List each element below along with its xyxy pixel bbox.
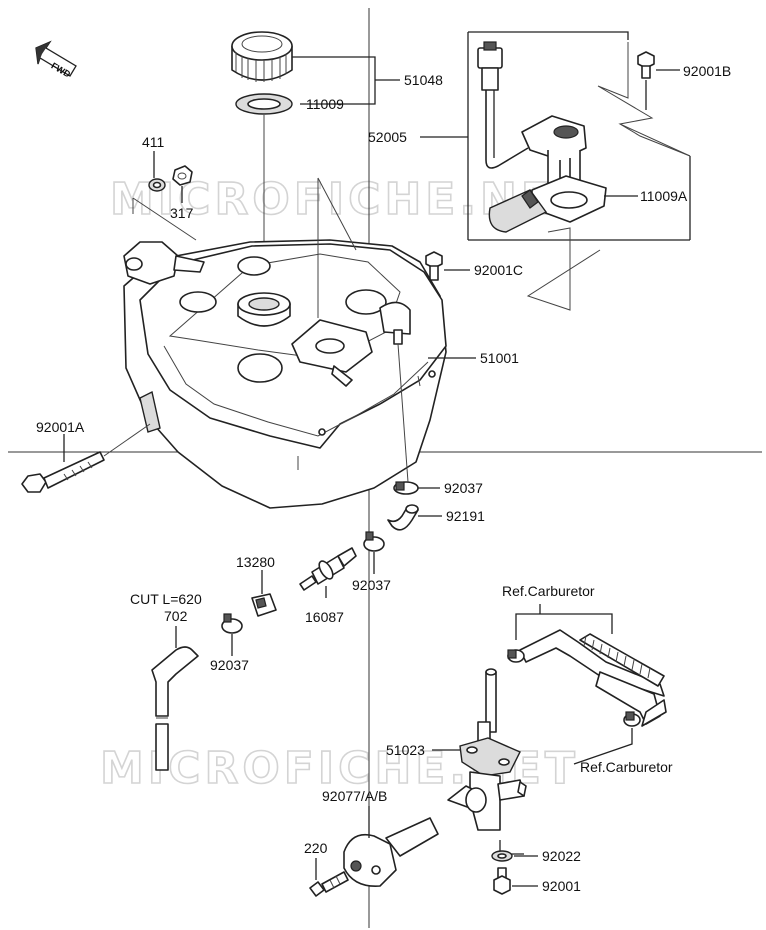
part-92037-label-a: 92037 (444, 480, 483, 496)
carburetor-hose-lower (595, 671, 667, 727)
fwd-arrow-icon: FWD (35, 40, 77, 80)
ref-carburetor-label-bottom: Ref.Carburetor (580, 759, 673, 775)
part-16087-label: 16087 (305, 609, 344, 625)
part-51001-label: 51001 (480, 350, 519, 366)
part-92022-label: 92022 (542, 848, 581, 864)
part-52005-label: 52005 (368, 129, 407, 145)
part-51023-label: 51023 (386, 742, 425, 758)
clamp-92037-a (393, 481, 419, 495)
bolt-92001C (425, 251, 443, 281)
part-11009-label: 11009 (306, 96, 344, 112)
bolt-92001A (21, 451, 105, 493)
hose-92191 (387, 504, 419, 531)
carburetor-hose-upper (507, 629, 665, 697)
nut-317 (172, 165, 193, 186)
fuel-cock-51023 (447, 668, 527, 831)
part-51048-label: 51048 (404, 72, 443, 88)
washer-92022 (491, 850, 513, 862)
part-92001C-label: 92001C (474, 262, 523, 278)
clamp-92037-c (221, 613, 243, 634)
fuel-filter-16087 (299, 547, 357, 591)
washer-411 (148, 178, 166, 192)
bolt-92001B (637, 51, 655, 79)
part-220-label: 220 (304, 840, 328, 856)
part-702-label: 702 (164, 608, 188, 624)
part-92037-label-c: 92037 (210, 657, 249, 673)
fuel-gauge-sender-52005 (477, 41, 607, 233)
gasket-11009 (235, 93, 293, 115)
ref-carburetor-label-top: Ref.Carburetor (502, 583, 595, 599)
fuel-tank-51001 (123, 239, 447, 509)
part-92001A-label: 92001A (36, 419, 85, 435)
part-411-label: 411 (142, 134, 165, 150)
part-92191-label: 92191 (446, 508, 485, 524)
cut-length-label: CUT L=620 (130, 591, 202, 607)
part-92001B-label: 92001B (683, 63, 731, 79)
part-11009A-label: 11009A (640, 188, 688, 204)
bolt-92001 (493, 867, 511, 895)
fuel-cap-51048 (231, 31, 293, 82)
fuel-gauge-box (468, 31, 629, 40)
clip-13280 (251, 593, 277, 617)
fuel-cock-lever-92077 (343, 817, 439, 887)
fuel-hose-702 (151, 646, 199, 771)
screw-220 (309, 871, 349, 897)
part-13280-label: 13280 (236, 554, 275, 570)
part-317-label: 317 (170, 205, 194, 221)
clamp-92037-b (363, 531, 385, 552)
part-92037-label-b: 92037 (352, 577, 391, 593)
part-92001-label: 92001 (542, 878, 581, 894)
carburetor-spring-hose (579, 633, 665, 687)
part-92077-label: 92077/A/B (322, 788, 387, 804)
